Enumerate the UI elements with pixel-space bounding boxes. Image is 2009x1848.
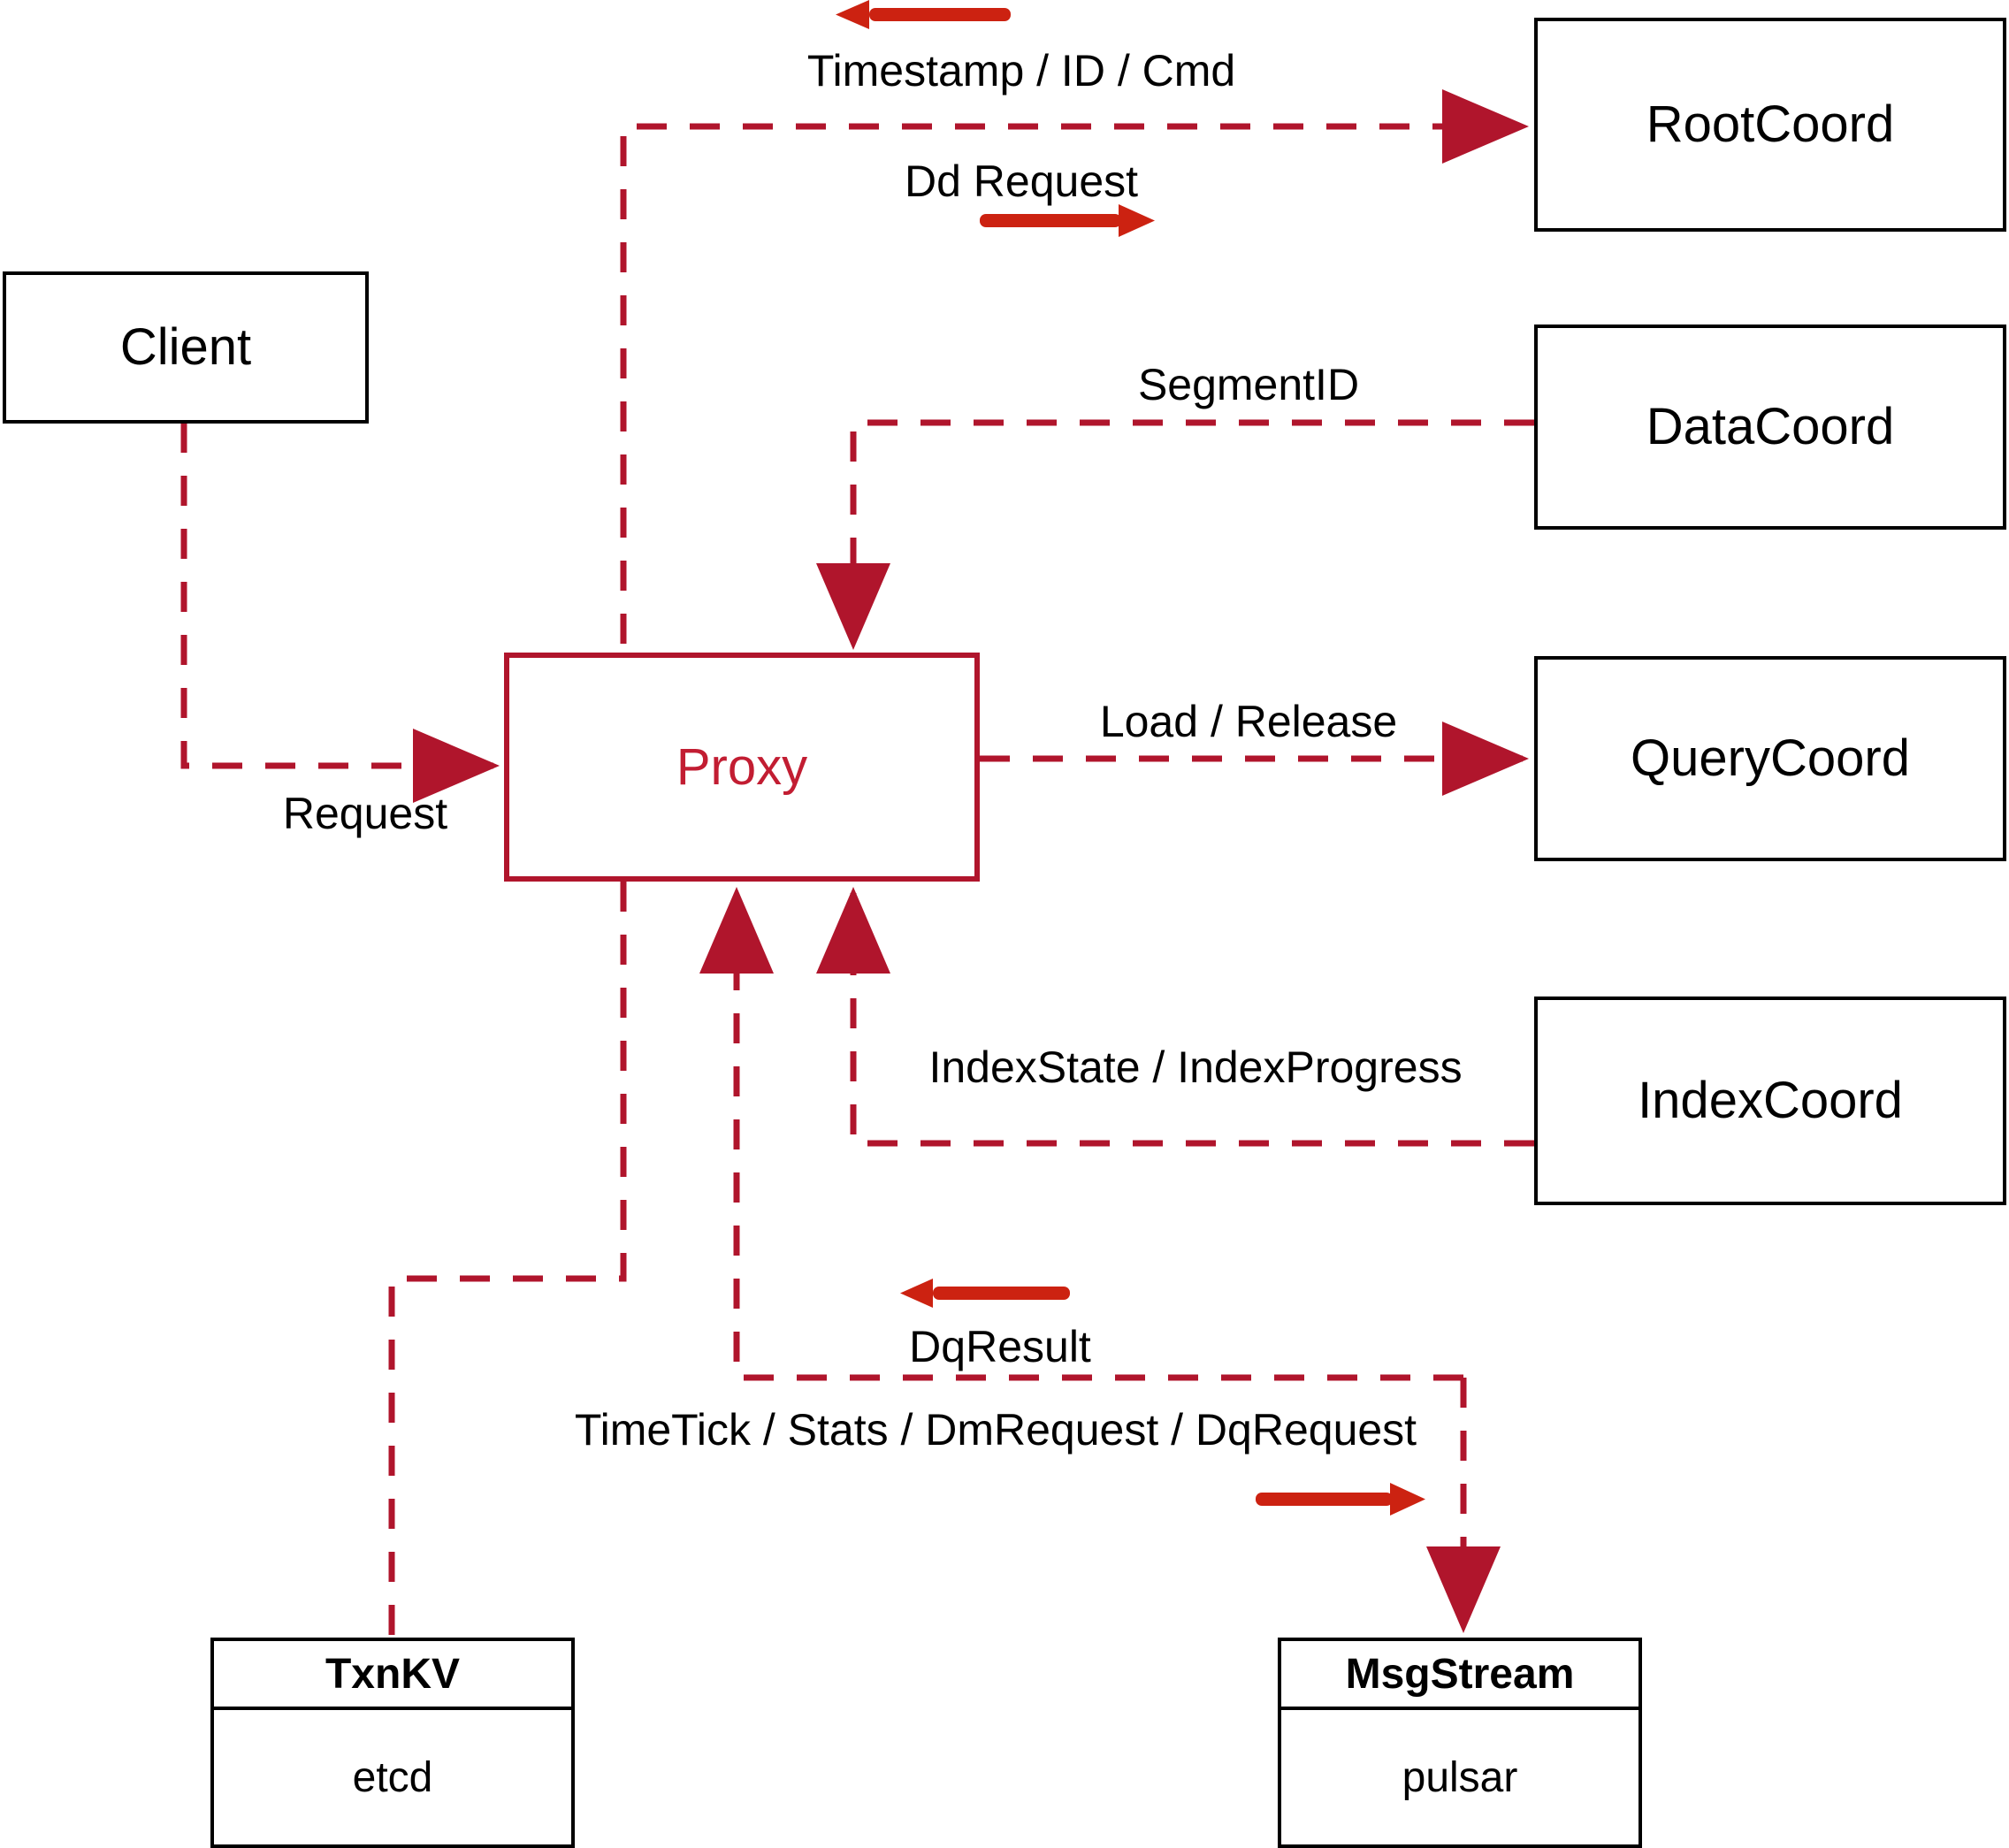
node-indexcoord[interactable]: IndexCoord — [1534, 997, 2006, 1205]
edge-label-request: Request — [282, 789, 448, 838]
node-querycoord-label: QueryCoord — [1631, 729, 1910, 787]
node-txnkv-value: etcd — [352, 1753, 433, 1801]
edge-label-timestamp-id-cmd: Timestamp / ID / Cmd — [806, 46, 1236, 95]
node-txnkv[interactable]: TxnKV etcd — [210, 1638, 575, 1848]
bold-arrow-left-timestamp — [836, 0, 1011, 29]
node-querycoord[interactable]: QueryCoord — [1534, 656, 2006, 861]
node-msgstream[interactable]: MsgStream pulsar — [1278, 1638, 1642, 1848]
node-txnkv-title: TxnKV — [325, 1650, 460, 1698]
edge-proxy-to-txnkv — [388, 882, 627, 1638]
edge-label-dd-request: Dd Request — [904, 157, 1139, 206]
bold-arrow-right-ddrequest — [980, 204, 1155, 237]
node-msgstream-header: MsgStream — [1281, 1641, 1639, 1710]
edge-proxy-to-rootcoord — [620, 89, 1529, 644]
node-datacoord[interactable]: DataCoord — [1534, 325, 2006, 530]
edge-label-load-release: Load / Release — [1099, 697, 1398, 746]
bold-arrow-right-timetick — [1256, 1483, 1425, 1516]
node-msgstream-value: pulsar — [1402, 1753, 1518, 1801]
node-client[interactable]: Client — [3, 271, 369, 424]
edge-msgstream-to-proxy — [699, 887, 1463, 1381]
node-rootcoord[interactable]: RootCoord — [1534, 18, 2006, 232]
node-txnkv-body: etcd — [214, 1710, 571, 1844]
node-proxy[interactable]: Proxy — [504, 653, 980, 882]
edge-indexcoord-to-proxy — [816, 887, 1534, 1147]
edge-datacoord-to-proxy — [816, 419, 1534, 650]
node-rootcoord-label: RootCoord — [1646, 95, 1895, 153]
node-proxy-label: Proxy — [676, 737, 808, 796]
edge-label-index-state: IndexState / IndexProgress — [928, 1042, 1463, 1092]
node-txnkv-header: TxnKV — [214, 1641, 571, 1710]
edge-label-segment-id: SegmentID — [1137, 360, 1360, 409]
node-msgstream-title: MsgStream — [1345, 1650, 1575, 1698]
node-datacoord-label: DataCoord — [1646, 398, 1895, 455]
node-indexcoord-label: IndexCoord — [1638, 1072, 1903, 1129]
node-client-label: Client — [119, 318, 252, 376]
edge-client-to-proxy — [180, 423, 500, 803]
edge-label-timetick-stats: TimeTick / Stats / DmRequest / DqRequest — [574, 1405, 1417, 1455]
bold-arrow-left-dqresult — [900, 1279, 1070, 1308]
edge-label-dq-result: DqResult — [909, 1322, 1091, 1371]
node-msgstream-body: pulsar — [1281, 1710, 1639, 1844]
